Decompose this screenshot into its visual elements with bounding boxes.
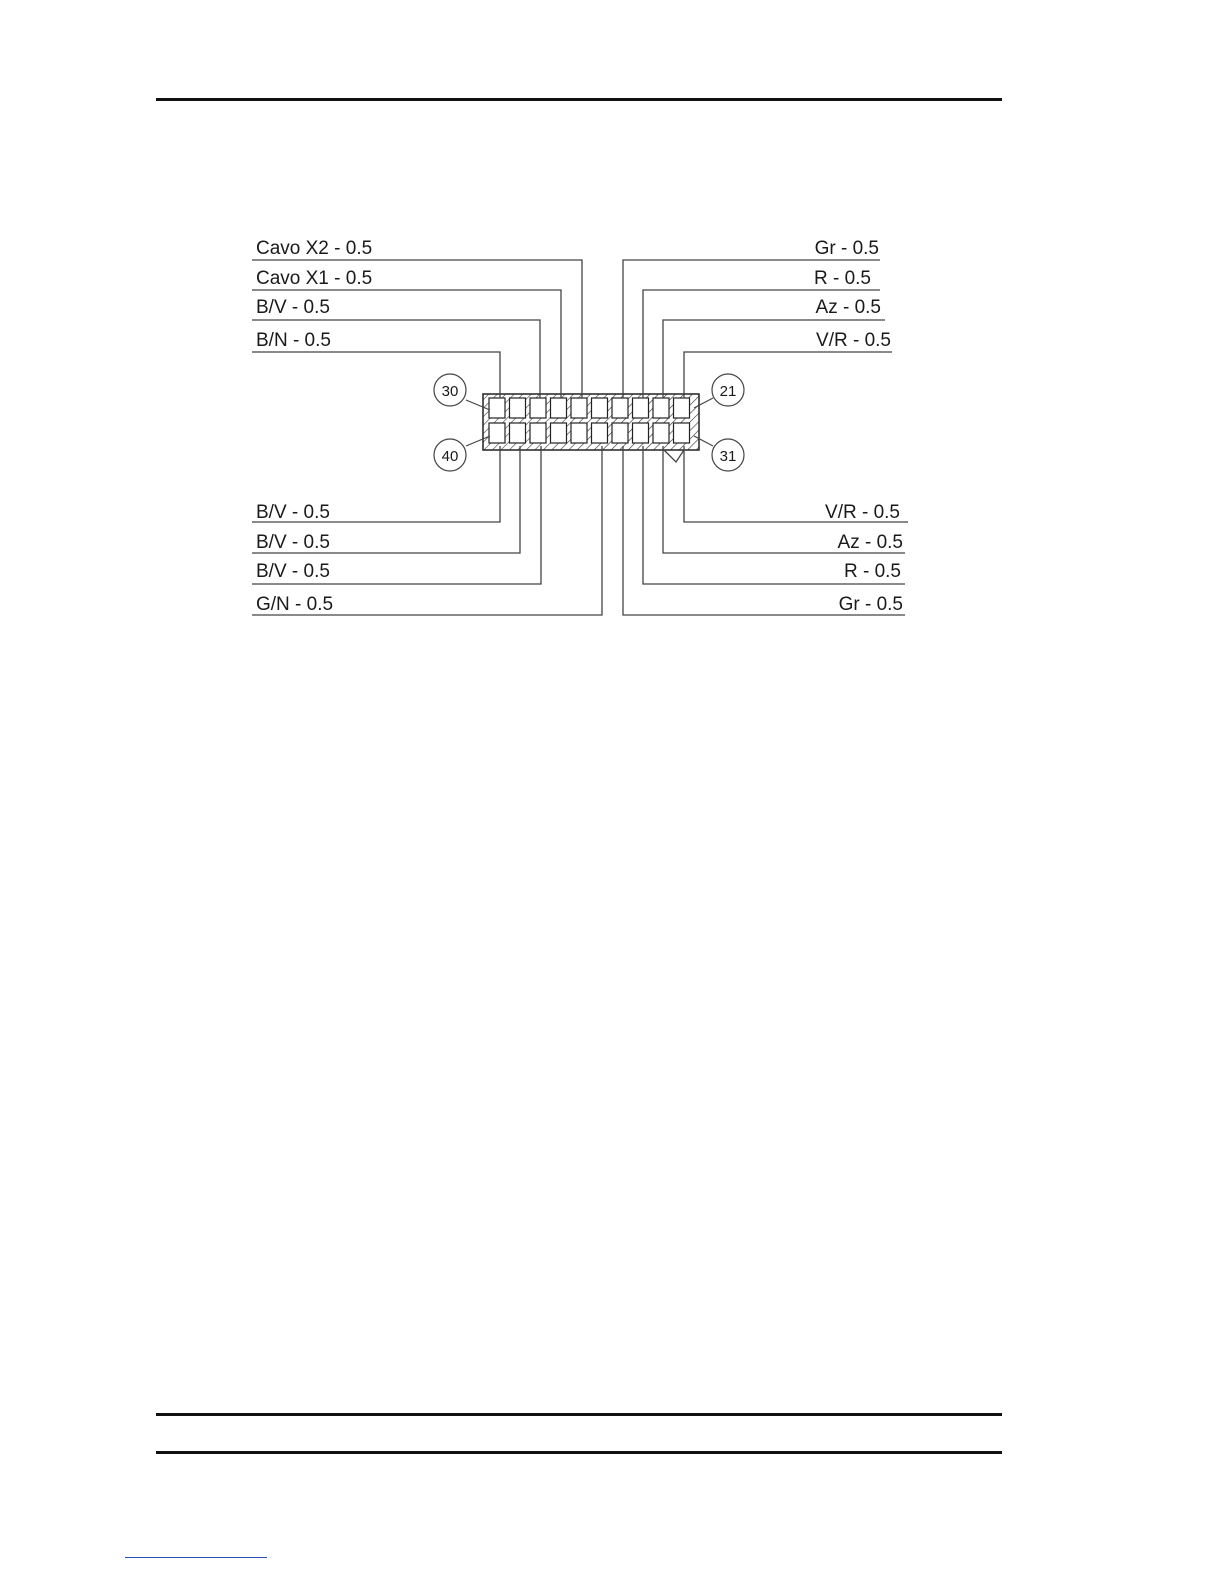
connector-cavity [551, 423, 567, 443]
connector-cavity [571, 398, 587, 418]
connector-cavity [633, 398, 649, 418]
connector-cavity [489, 398, 505, 418]
locking-tab [664, 450, 684, 462]
connector-cavity [633, 423, 649, 443]
wire-label-bottom-left: B/V - 0.5 [256, 502, 330, 523]
connector-cavity [612, 423, 628, 443]
connector-cavity [674, 423, 690, 443]
wire-label-bottom-right: V/R - 0.5 [825, 502, 900, 523]
connector-cavity [510, 398, 526, 418]
connector-cavity [592, 423, 608, 443]
connector-cavity [530, 423, 546, 443]
connector-body [483, 394, 699, 450]
wire-label-top-left: Cavo X1 - 0.5 [256, 268, 372, 289]
wire-label-top-left: Cavo X2 - 0.5 [256, 238, 372, 259]
pin-number-30: 30 [442, 383, 459, 400]
wire-label-top-left: B/V - 0.5 [256, 297, 330, 318]
wire-label-top-right: R - 0.5 [814, 268, 871, 289]
connector-cavity [612, 398, 628, 418]
connector-cavity [571, 423, 587, 443]
wire-label-bottom-right: R - 0.5 [844, 561, 901, 582]
connector-cavity [592, 398, 608, 418]
connector-cavity [653, 398, 669, 418]
wire-label-bottom-left: B/V - 0.5 [256, 532, 330, 553]
wire-line [623, 446, 905, 615]
pin-number-40: 40 [442, 448, 459, 465]
connector-cavity [530, 398, 546, 418]
wire-label-top-left: B/N - 0.5 [256, 330, 331, 351]
wire-label-bottom-left: B/V - 0.5 [256, 561, 330, 582]
pin-number-21: 21 [720, 383, 737, 400]
wire-label-bottom-right: Gr - 0.5 [839, 594, 903, 615]
wire-label-top-right: V/R - 0.5 [816, 330, 891, 351]
wire-label-bottom-right: Az - 0.5 [838, 532, 903, 553]
connector-cavity [551, 398, 567, 418]
pin-number-31: 31 [720, 448, 737, 465]
wire-label-bottom-left: G/N - 0.5 [256, 594, 333, 615]
wire-line [252, 446, 602, 615]
wire-label-top-right: Az - 0.5 [816, 297, 881, 318]
wire-label-top-right: Gr - 0.5 [815, 238, 879, 259]
connector-cavity [489, 423, 505, 443]
connector-cavity [510, 423, 526, 443]
connector-cavity [653, 423, 669, 443]
connector-cavity [674, 398, 690, 418]
